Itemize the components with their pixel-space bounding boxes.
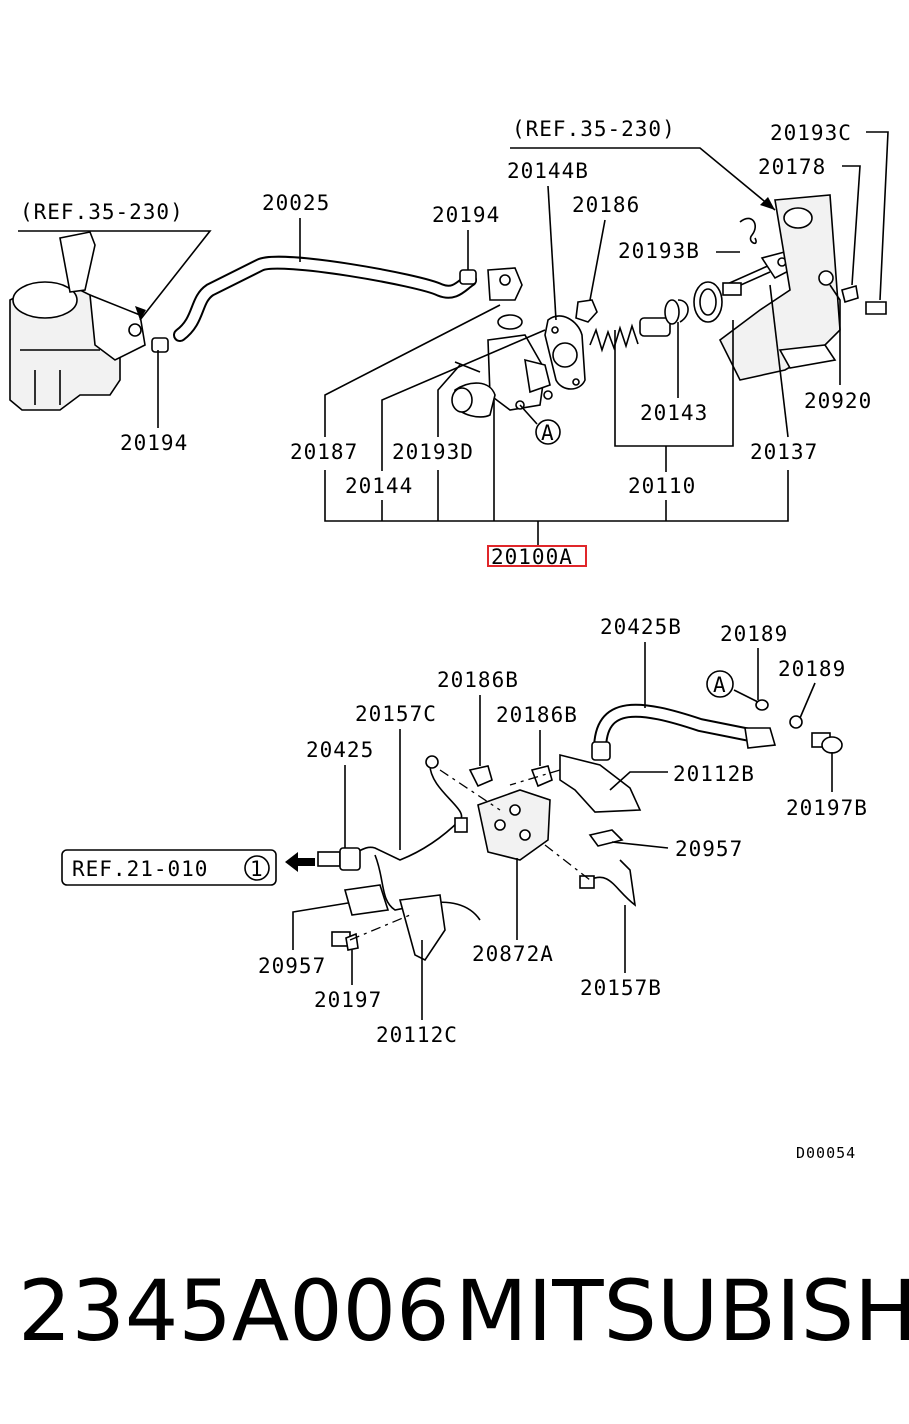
washer-20189-b	[789, 715, 803, 729]
part-number: 2345A006	[18, 1262, 450, 1360]
bolt-20197-illustration	[331, 931, 359, 951]
brand-name: MITSUBISHI	[455, 1262, 909, 1360]
nut-20186B-a	[468, 765, 493, 788]
junction-block-illustration	[477, 789, 551, 861]
label-20425: 20425	[306, 738, 374, 762]
washer-20189-a	[755, 699, 769, 711]
hose-fitting-illustration	[487, 267, 523, 301]
label-20187: 20187	[290, 440, 358, 464]
marker-a-lower-text: A	[713, 673, 727, 697]
label-20143: 20143	[640, 401, 708, 425]
nut-illustration	[575, 299, 598, 323]
label-20193B: 20193B	[618, 239, 700, 263]
highlight-box-20100A	[487, 545, 587, 567]
label-20112C: 20112C	[376, 1023, 458, 1047]
label-20144: 20144	[345, 474, 413, 498]
label-20144B: 20144B	[507, 159, 589, 183]
label-20112B: 20112B	[673, 762, 755, 786]
label-20189-a: 20189	[720, 622, 788, 646]
label-20110: 20110	[628, 474, 696, 498]
label-20186B-a: 20186B	[437, 668, 519, 692]
nut-20186B-b	[530, 765, 553, 788]
ref-label-top-right: (REF.35-230)	[512, 117, 676, 141]
label-20193D: 20193D	[392, 440, 474, 464]
label-20178: 20178	[758, 155, 826, 179]
snap-ring-illustration	[677, 299, 689, 323]
bolt-illustration	[865, 301, 887, 315]
nut-20920-illustration	[841, 284, 859, 304]
piston-spring-illustration	[589, 299, 680, 353]
clip-20957-right	[588, 829, 624, 847]
label-20137: 20137	[750, 440, 818, 464]
label-20157B: 20157B	[580, 976, 662, 1000]
clip-illustration	[739, 217, 757, 245]
label-20186: 20186	[572, 193, 640, 217]
arrow-left-icon	[285, 852, 315, 872]
gasket-illustration	[544, 315, 586, 390]
clutch-hose-lower-illustration	[591, 703, 777, 761]
label-20197: 20197	[314, 988, 382, 1012]
ref-box-circle-number: 1	[250, 857, 264, 881]
label-20194-bottom: 20194	[120, 431, 188, 455]
marker-a-upper	[535, 419, 561, 445]
pin-illustration	[454, 361, 481, 373]
washer-illustration	[818, 270, 834, 286]
label-20194-top: 20194	[432, 203, 500, 227]
bolt-20197B-illustration	[811, 732, 843, 754]
label-20957-left: 20957	[258, 954, 326, 978]
marker-a-lower	[706, 670, 734, 698]
clutch-hose-illustration	[151, 255, 477, 353]
ref-box-circle	[244, 855, 270, 881]
label-20186B-b: 20186B	[496, 703, 578, 727]
bracket-20112B-illustration	[559, 753, 642, 813]
label-20425B: 20425B	[600, 615, 682, 639]
label-20025: 20025	[262, 191, 330, 215]
connector-20425-illustration	[317, 847, 361, 871]
ref-box-21-010[interactable]: REF.21-010 1	[61, 849, 277, 886]
clutch-master-cylinder-illustration	[451, 314, 553, 418]
ref-label-top-left: (REF.35-230)	[20, 200, 184, 224]
label-20197B: 20197B	[786, 796, 868, 820]
boot-illustration	[693, 281, 723, 323]
label-20872A: 20872A	[472, 942, 554, 966]
bracket-20112C-illustration	[398, 894, 446, 962]
clip-20957-left	[343, 884, 390, 916]
label-20957-right: 20957	[675, 837, 743, 861]
label-20157C: 20157C	[355, 702, 437, 726]
label-20193C: 20193C	[770, 121, 852, 145]
label-20100A: 20100A	[491, 545, 573, 569]
label-20189-b: 20189	[778, 657, 846, 681]
ref-leader-top-left	[18, 230, 212, 321]
brake-master-cylinder-illustration	[9, 231, 146, 411]
label-20920: 20920	[804, 389, 872, 413]
marker-a-upper-text: A	[541, 421, 555, 445]
diagram-code: D00054	[796, 1144, 856, 1162]
pedal-bracket-illustration	[718, 194, 841, 381]
ref-box-label: REF.21-010	[72, 857, 208, 881]
